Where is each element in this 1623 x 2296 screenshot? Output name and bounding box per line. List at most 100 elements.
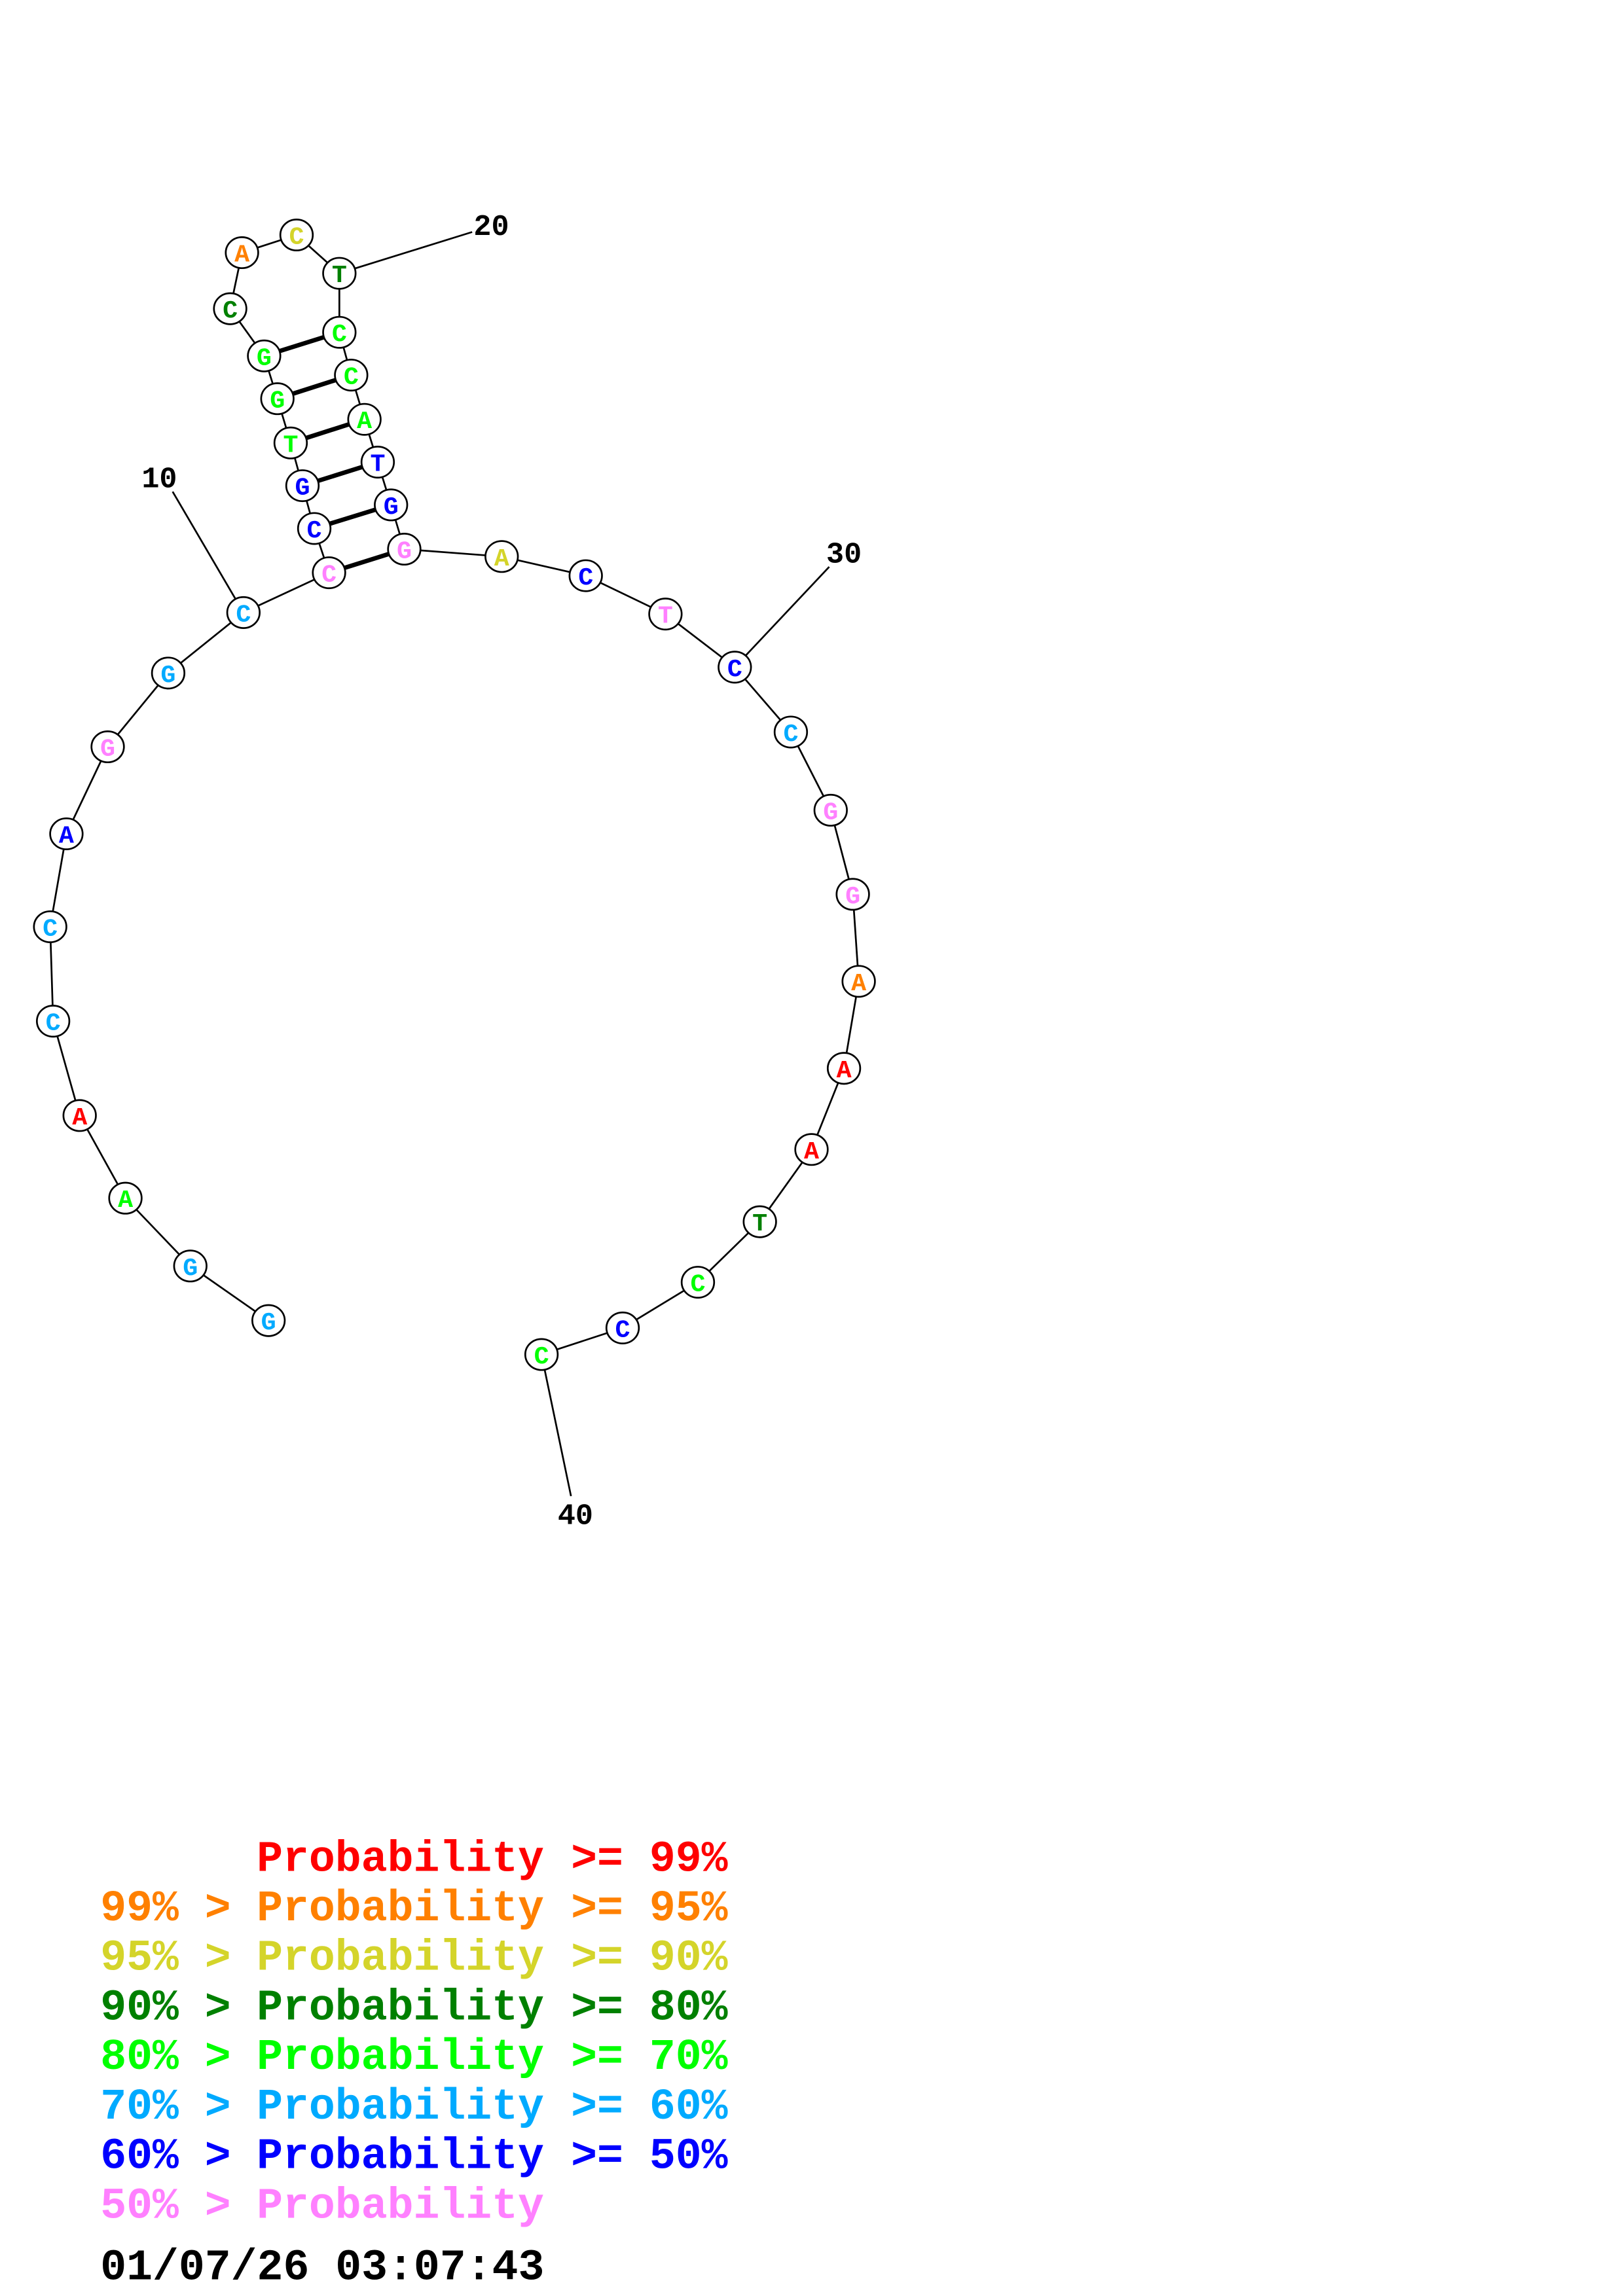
nucleotide-circle — [680, 1266, 716, 1299]
nucleotide: A — [841, 965, 876, 998]
nucleotide: C — [680, 1266, 716, 1299]
nucleotide-circle — [312, 556, 346, 590]
nucleotide: G — [374, 488, 409, 522]
nucleotide: G — [285, 469, 320, 503]
legend-label: Probability — [257, 2181, 544, 2231]
nucleotide: T — [360, 446, 395, 479]
position-label: 10 — [141, 462, 177, 496]
nucleotide-letter: G — [160, 661, 175, 690]
nucleotide-circle — [322, 315, 357, 349]
legend-label: Probability — [257, 2132, 544, 2181]
legend-row: 99% >Probability>= 95% — [100, 1884, 727, 1933]
nucleotide: A — [794, 1133, 829, 1166]
nucleotide-letter: A — [357, 407, 372, 436]
nucleotide-circle — [484, 540, 519, 573]
legend-row: 60% >Probability>= 50% — [100, 2132, 727, 2181]
nucleotide-circle — [225, 236, 259, 270]
legend-suffix: >= 70% — [571, 2033, 727, 2082]
legend-suffix: >= 80% — [571, 1983, 727, 2032]
nucleotide: C — [322, 315, 357, 349]
legend-row: 80% > Probability >= 70% — [100, 2033, 727, 2082]
nucleotide: C — [524, 1338, 559, 1371]
legend-label: Probability — [257, 1884, 544, 1933]
nucleotide: A — [225, 236, 259, 270]
legend-prefix: 80% > — [100, 2033, 230, 2082]
nucleotide-circle — [334, 359, 369, 392]
legend-label: Probability — [257, 2083, 544, 2132]
nucleotide-letter: C — [46, 1009, 61, 1038]
nucleotide: C — [297, 512, 332, 545]
nucleotide-circle — [835, 878, 870, 911]
nucleotide-letter: G — [100, 735, 115, 764]
position-label: 20 — [473, 210, 509, 244]
nucleotide-circle — [826, 1052, 862, 1085]
legend-label: Probability — [257, 1835, 544, 1884]
position-label: 40 — [558, 1499, 593, 1534]
nucleotide-letter: T — [283, 431, 298, 459]
nucleotide-letter: G — [270, 387, 285, 416]
nucleotide-circle — [742, 1205, 777, 1238]
nucleotide-circle — [90, 730, 125, 764]
legend-prefix: 50% > — [100, 2181, 230, 2231]
nucleotide-circle — [841, 965, 876, 998]
nucleotide-circle — [718, 651, 752, 684]
nucleotide: A — [484, 540, 519, 573]
timestamp: 01/07/26 03:07:43 — [100, 2244, 544, 2293]
nucleotide-circle — [285, 469, 320, 503]
nucleotide: G — [173, 1249, 208, 1283]
nucleotide-letter: G — [257, 344, 272, 372]
nucleotide-circle — [173, 1249, 208, 1283]
nucleotide-circle — [33, 910, 67, 943]
nucleotide: T — [648, 598, 683, 631]
nucleotide-letter: G — [295, 474, 310, 503]
legend-prefix: 95% > — [100, 1934, 230, 1983]
position-label: 30 — [826, 537, 862, 571]
legend-label: Probability — [257, 1934, 544, 1983]
nucleotide: C — [312, 556, 346, 590]
legend-prefix: 90% > — [100, 1983, 230, 2032]
nucleotide: T — [273, 426, 308, 459]
nucleotide-circle — [279, 218, 314, 252]
nucleotide-letter: A — [59, 821, 74, 850]
legend-suffix: >= 99% — [571, 1835, 727, 1884]
nucleotide: T — [322, 257, 357, 290]
nucleotide-letter: A — [851, 969, 866, 998]
legend-label: Probability — [257, 2033, 544, 2082]
nucleotide-circle — [374, 488, 409, 522]
nucleotide-letter: C — [236, 600, 251, 629]
nucleotide-letter: C — [690, 1270, 705, 1299]
legend-prefix: 99% > — [100, 1884, 230, 1933]
nucleotide-circle — [773, 715, 809, 749]
nucleotide-circle — [347, 403, 382, 436]
nucleotide-letter: A — [72, 1103, 87, 1132]
nucleotide-circle — [226, 596, 261, 629]
position-label-tick — [540, 1354, 572, 1497]
nucleotide: A — [49, 817, 84, 850]
nucleotide: G — [813, 793, 848, 827]
nucleotide-circle — [297, 512, 332, 545]
nucleotide-circle — [648, 598, 683, 631]
nucleotide-circle — [247, 339, 282, 372]
nucleotide: G — [90, 730, 125, 764]
nucleotide-circle — [794, 1133, 829, 1166]
backbone — [49, 234, 860, 1355]
nucleotide: C — [718, 651, 752, 684]
nucleotide-circle — [813, 793, 848, 827]
nucleotide-letter: C — [534, 1342, 549, 1371]
nucleotide-letter: G — [384, 493, 399, 522]
nucleotide-letter: A — [494, 545, 509, 573]
nucleotide-letter: T — [370, 450, 385, 479]
nucleotide-circle — [273, 426, 308, 459]
nucleotide-letter: A — [837, 1056, 852, 1085]
position-label-tick — [338, 231, 473, 274]
nucleotide-letter: G — [823, 798, 838, 827]
nucleotide-letter: C — [344, 363, 359, 392]
nucleotide-letter: A — [804, 1138, 819, 1166]
nucleotide: C — [279, 218, 314, 252]
nucleotide: G — [260, 382, 295, 416]
legend-suffix: >= 90% — [571, 1934, 727, 1983]
position-labels: 10 20 30 40 — [141, 210, 862, 1534]
legend-row: 70% >Probability>= 60% — [100, 2083, 727, 2132]
nucleotide-circle — [524, 1338, 559, 1371]
nucleotide-letter: A — [234, 241, 249, 270]
